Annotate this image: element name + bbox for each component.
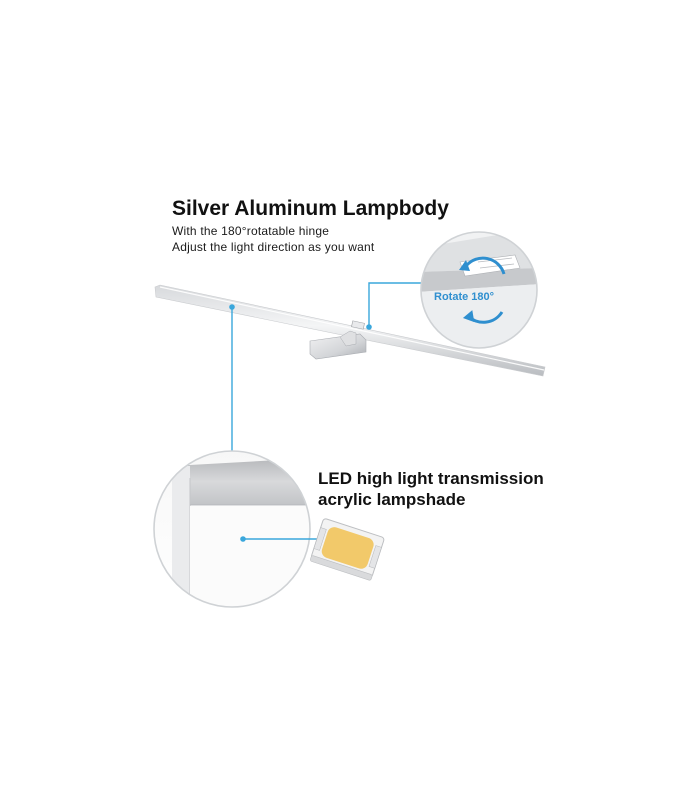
hinge-callout-line <box>368 282 425 327</box>
hinge-description-line-1: With the 180°rotatable hinge <box>172 224 330 238</box>
hinge-description-line-2: Adjust the light direction as you want <box>172 240 375 254</box>
lampshade-description-line-1: LED high light transmission <box>318 469 544 488</box>
led-callout-dot <box>240 536 246 542</box>
lampshade-zoom-circle <box>153 450 311 608</box>
hinge-clip <box>351 320 365 330</box>
product-feature-heading: Silver Aluminum Lampbody <box>172 197 449 220</box>
hinge-callout-dot <box>366 324 372 330</box>
led-chip <box>310 518 385 581</box>
wall-mount <box>309 330 367 360</box>
rotate-180-label: Rotate 180° <box>434 291 495 303</box>
lamp-bar <box>154 284 546 377</box>
circular-arrows-icon <box>459 256 506 324</box>
lampshade-callout-dot <box>229 304 235 310</box>
lampshade-description-line-2: acrylic lampshade <box>318 490 466 509</box>
hinge-zoom-circle <box>420 231 538 349</box>
